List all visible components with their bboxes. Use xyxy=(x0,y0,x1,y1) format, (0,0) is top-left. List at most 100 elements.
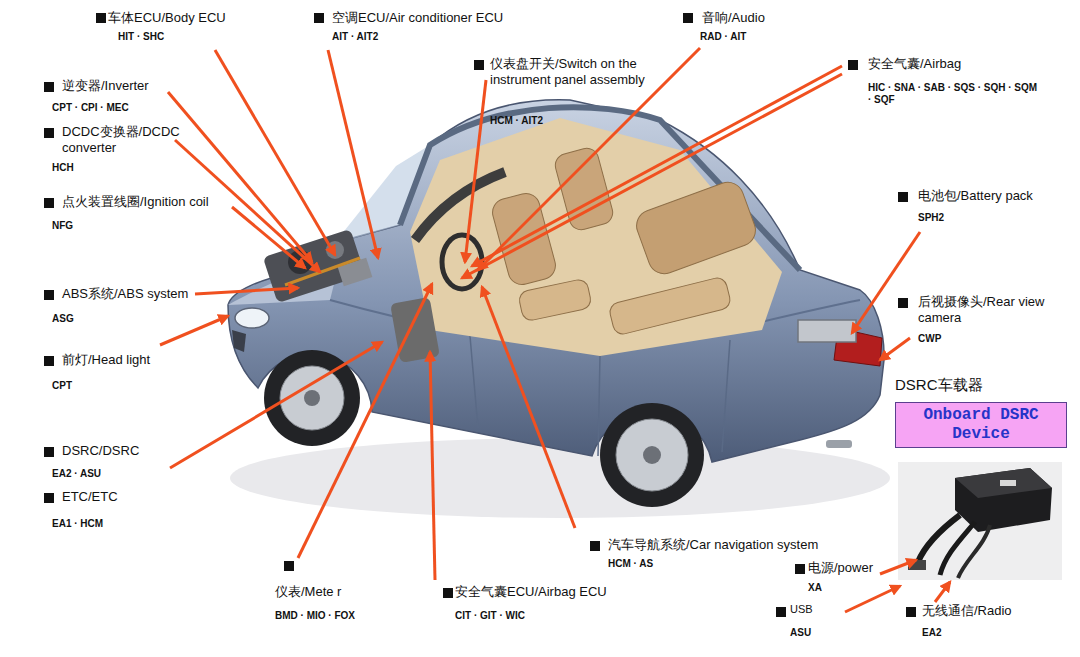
part-code: HIT · SHC xyxy=(118,31,164,43)
bullet-square xyxy=(44,493,54,503)
interior-cutaway xyxy=(330,145,430,245)
leader-arrow xyxy=(328,50,378,258)
car-body xyxy=(228,100,884,462)
device-box: DSRC车载器 Onboard DSRC Device xyxy=(895,376,1067,448)
bullet-square xyxy=(44,82,54,92)
bullet-square xyxy=(44,447,54,457)
bullet-square xyxy=(848,60,858,70)
part-name: 车体ECU/Body ECU xyxy=(108,10,226,26)
part-code: SPH2 xyxy=(918,212,944,224)
part-name: DCDC变换器/DCDC converter xyxy=(62,124,182,155)
leader-arrow xyxy=(845,586,900,612)
box-heading: DSRC车载器 xyxy=(895,376,1067,395)
part-code: EA2 · ASU xyxy=(52,468,101,480)
part-name: USB xyxy=(790,603,813,616)
part-name: 逆变器/Inverter xyxy=(62,78,149,94)
dsrc-device-photo xyxy=(958,525,990,578)
bullet-square xyxy=(44,128,54,138)
bullet-square xyxy=(898,192,908,202)
leader-arrow xyxy=(478,48,700,270)
leader-arrow xyxy=(298,284,432,558)
part-code: CIT · GIT · WIC xyxy=(455,610,525,622)
part-code: NFG xyxy=(52,220,73,232)
dsrc-device-photo xyxy=(898,462,1062,580)
part-name: 空调ECU/Air conditioner ECU xyxy=(332,10,503,26)
leader-arrow xyxy=(880,560,916,574)
part-code: HCH xyxy=(52,162,74,174)
engine-bay xyxy=(263,229,373,303)
leader-arrow xyxy=(430,352,435,580)
bullet-square xyxy=(898,298,908,308)
wheels xyxy=(616,419,688,491)
lights xyxy=(235,308,269,328)
part-code: RAD · AIT xyxy=(700,31,746,43)
leader-arrow xyxy=(168,92,312,262)
dsrc-device-photo xyxy=(940,522,975,575)
part-code: CPT · CPI · MEC xyxy=(52,102,129,114)
bullet-square xyxy=(284,561,294,571)
part-name: 无线通信/Radio xyxy=(922,603,1012,619)
leader-arrow xyxy=(215,50,335,255)
wheels xyxy=(826,440,852,448)
bullet-square xyxy=(683,13,693,23)
part-name: 音响/Audio xyxy=(702,10,765,26)
leader-arrow xyxy=(462,74,842,278)
interior-cutaway xyxy=(553,146,616,233)
dsrc-device-photo xyxy=(898,462,1062,580)
part-name: DSRC/DSRC xyxy=(62,443,139,459)
interior-cutaway xyxy=(608,276,732,336)
bullet-square xyxy=(474,60,484,70)
leader-arrow xyxy=(935,582,950,602)
part-name: 点火装置线圈/Ignition coil xyxy=(62,194,209,210)
interior-cutaway xyxy=(632,178,760,278)
car-body xyxy=(228,100,884,462)
bullet-square xyxy=(590,541,600,551)
bullet-square xyxy=(96,13,106,23)
part-code: EA2 xyxy=(922,627,941,639)
part-name: 后视摄像头/Rear view camera xyxy=(918,294,1058,325)
part-code: CWP xyxy=(918,333,941,345)
part-code: ASU xyxy=(790,627,811,639)
leader-arrow xyxy=(465,80,486,262)
wheels xyxy=(643,446,661,464)
interior-cutaway xyxy=(442,235,482,289)
battery-pack xyxy=(798,320,856,342)
leader-arrow xyxy=(160,316,228,345)
part-name: 前灯/Head light xyxy=(62,352,150,368)
leader-arrow xyxy=(482,287,575,528)
part-code: XA xyxy=(808,582,822,594)
part-code: CPT xyxy=(52,380,72,392)
bullet-square xyxy=(314,13,324,23)
leader-arrow xyxy=(852,232,920,333)
part-name: 安全气囊ECU/Airbag ECU xyxy=(455,584,607,600)
leader-arrow xyxy=(160,48,950,612)
engine-bay xyxy=(338,258,373,286)
part-name: 电池包/Battery pack xyxy=(918,188,1033,204)
battery-pack xyxy=(798,320,856,342)
bullet-square xyxy=(443,588,453,598)
part-code: ASG xyxy=(52,313,74,325)
part-code: BMD · MIO · FOX xyxy=(275,610,355,622)
dsrc-device-photo xyxy=(955,468,1052,532)
interior-cutaway xyxy=(330,107,800,363)
dsrc-device-photo xyxy=(918,515,960,562)
part-name: ETC/ETC xyxy=(62,489,118,505)
part-code: HCM · AS xyxy=(608,558,653,570)
bullet-square xyxy=(44,290,54,300)
leader-arrow xyxy=(232,207,305,268)
part-code: AIT · AIT2 xyxy=(332,31,378,43)
interior-cutaway xyxy=(518,278,593,322)
part-code: EA1 · HCM xyxy=(52,518,103,530)
dsrc-device-photo xyxy=(1000,480,1016,486)
part-name: 电源/power xyxy=(808,560,873,576)
leader-arrow xyxy=(472,66,842,266)
part-code: HCM · AIT2 xyxy=(490,115,543,127)
part-name: ABS系统/ABS system xyxy=(62,286,188,302)
device-name: Onboard DSRC Device xyxy=(895,402,1067,448)
bullet-square xyxy=(776,607,786,617)
bullet-square xyxy=(795,564,805,574)
part-code: HIC · SNA · SAB · SQS · SQH · SQM · SQF xyxy=(868,82,1043,106)
